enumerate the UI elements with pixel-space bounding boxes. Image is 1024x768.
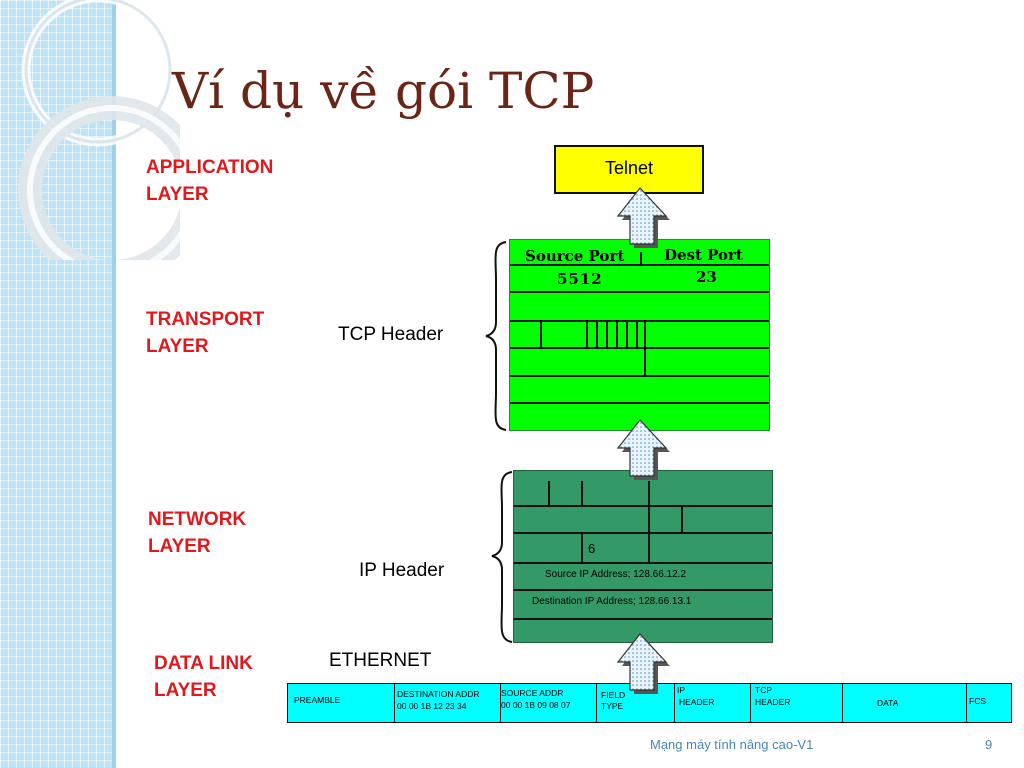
preamble-field: PREAMBLE — [294, 695, 341, 705]
fcs-field-label: FCS — [969, 696, 986, 706]
data-link-layer-line2: LAYER — [154, 680, 217, 701]
ip-row-line — [514, 532, 772, 534]
sidebar-edge — [112, 0, 116, 768]
tcp-row-line — [510, 291, 769, 293]
up-arrow-icon — [616, 419, 670, 480]
tcp-row-line — [510, 264, 769, 266]
tcp-header-label: TCP Header — [338, 324, 444, 345]
application-layer-line2: LAYER — [146, 184, 209, 205]
up-arrow-icon — [616, 633, 670, 694]
tcp-field-divider — [586, 320, 588, 347]
data-field-label: DATA — [877, 698, 899, 708]
footer-text: Mạng máy tính nâng cao-V1 — [650, 737, 814, 752]
source-addr-field: SOURCE ADDR 00 00 1B 09 08 07 — [500, 684, 597, 722]
ip-row-line — [514, 618, 772, 620]
decorative-rings — [18, 0, 180, 260]
data-link-layer-label: DATA LINK LAYER — [154, 650, 253, 704]
field-type-line1: FIELD — [601, 690, 626, 700]
destination-addr-field: DESTINATION ADDR 00 00 1B 12 23 34 — [394, 684, 501, 722]
destination-addr-label: DESTINATION ADDR — [397, 689, 480, 699]
destination-ip-address: Destination IP Address; 128.66.13.1 — [532, 596, 692, 607]
source-port-label: Source Port — [525, 247, 625, 265]
tcp-field-divider — [644, 320, 646, 375]
source-addr-value: 00 00 1B 09 08 07 — [501, 700, 571, 710]
transport-layer-label: TRANSPORT LAYER — [146, 306, 264, 360]
tcp-flag-divider — [606, 320, 608, 347]
tcp-header-field: TCP HEADER — [750, 684, 843, 722]
ip-row-line — [514, 562, 772, 564]
network-layer-line2: LAYER — [148, 536, 211, 557]
tcp-row-line — [510, 320, 769, 322]
page-number: 9 — [985, 737, 993, 752]
ip-field-divider — [548, 481, 550, 505]
destination-addr-value: 00 00 1B 12 23 34 — [397, 701, 467, 711]
data-link-layer-line1: DATA LINK — [154, 653, 253, 674]
ip-header-field-line1: IP — [677, 685, 686, 695]
tcp-flag-divider — [626, 320, 628, 347]
tcp-port-divider — [640, 252, 642, 264]
application-layer-line1: APPLICATION — [146, 157, 274, 178]
protocol-value: 6 — [588, 541, 596, 556]
tcp-row-line — [510, 402, 769, 404]
ip-header-field-line2: HEADER — [679, 697, 715, 707]
telnet-label: Telnet — [604, 158, 654, 178]
up-arrow-icon — [616, 187, 670, 248]
tcp-flag-divider — [616, 320, 618, 347]
transport-layer-line1: TRANSPORT — [146, 309, 265, 330]
transport-layer-line2: LAYER — [146, 336, 209, 357]
ip-field-divider — [581, 532, 583, 562]
tcp-header-field-line1: TCP — [755, 685, 772, 695]
field-type-line2: TYPE — [601, 701, 624, 711]
ip-row-line — [514, 505, 772, 507]
tcp-field-divider — [540, 320, 542, 347]
tcp-row-line — [510, 347, 769, 349]
ip-field-divider — [581, 481, 583, 505]
slide-title: Ví dụ về gói TCP — [172, 62, 595, 120]
source-ip-address: Source IP Address; 128.66.12.2 — [545, 569, 687, 580]
tcp-flag-divider — [596, 320, 598, 347]
ip-field-divider — [648, 481, 650, 562]
network-layer-label: NETWORK LAYER — [148, 506, 246, 560]
ip-header-field: IP HEADER — [674, 684, 751, 722]
tcp-header-field-line2: HEADER — [755, 697, 791, 707]
tcp-header-brace — [485, 241, 507, 431]
telnet-box: Telnet — [554, 145, 704, 194]
source-port-value: 5512 — [557, 270, 603, 288]
ip-header-diagram: 6 Source IP Address; 128.66.12.2 Destina… — [513, 470, 773, 643]
tcp-flag-divider — [636, 320, 638, 347]
ip-field-divider — [681, 505, 683, 532]
network-layer-line1: NETWORK — [148, 509, 247, 530]
tcp-row-line — [510, 375, 769, 377]
field-type-field: FIELD TYPE — [596, 684, 675, 722]
ip-header-label: IP Header — [359, 560, 445, 581]
ip-row-line — [514, 589, 772, 591]
fcs-field: FCS — [966, 684, 1012, 722]
data-field: DATA — [842, 684, 967, 722]
source-addr-label: SOURCE ADDR — [501, 688, 564, 698]
dest-port-value: 23 — [696, 268, 717, 286]
tcp-header-diagram: Source Port 5512 Dest Port 23 — [509, 239, 770, 431]
application-layer-label: APPLICATION LAYER — [146, 154, 273, 208]
ethernet-label: ETHERNET — [329, 650, 432, 671]
dest-port-label: Dest Port — [664, 246, 743, 264]
ip-header-brace — [491, 471, 513, 643]
